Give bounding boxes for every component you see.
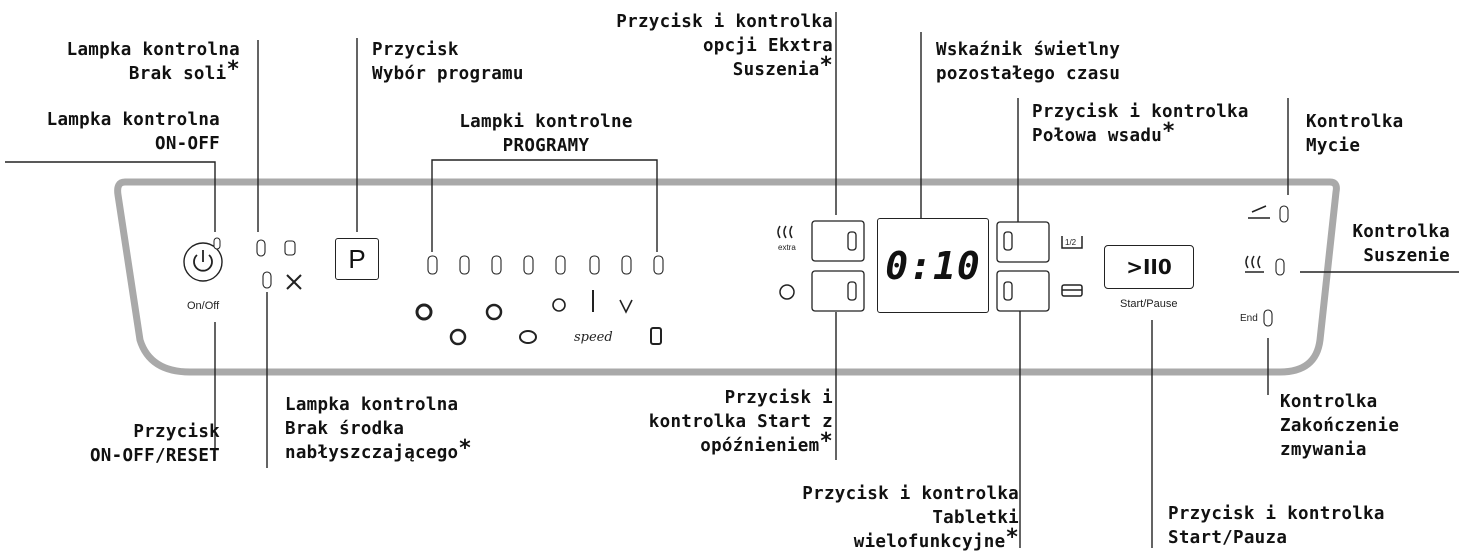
tablets-button[interactable] (996, 270, 1050, 312)
speed-caption: speed (574, 330, 613, 345)
wash-icon (1248, 205, 1270, 219)
program-icon-intensive (415, 303, 433, 321)
extra-dry-icon (777, 225, 793, 239)
program-icon-glass (619, 299, 633, 314)
program-icons (415, 290, 662, 346)
extra-dry-button[interactable] (811, 220, 865, 262)
on-off-caption: On/Off (187, 300, 220, 312)
start-pause-button[interactable]: >II0 (1104, 245, 1194, 289)
end-indicator-lamp (1263, 309, 1273, 327)
half-load-icon (1061, 236, 1083, 249)
program-lamp (621, 255, 632, 275)
label-rinse-aid-lamp: Lampka kontrolna Brak środka nabłyszczaj… (285, 395, 472, 463)
label-half-load: Przycisk i kontrolka Połowa wsadu* (1032, 102, 1249, 146)
program-icon-eco (519, 330, 537, 344)
power-button[interactable] (183, 242, 223, 282)
program-lamp (459, 255, 470, 275)
extra-caption: extra (778, 243, 796, 252)
on-off-lamp (213, 237, 221, 250)
program-lamp (653, 255, 664, 275)
label-extra-dry: Przycisk i kontrolka opcji Ekxtra Suszen… (616, 12, 833, 80)
label-delay-start: Przycisk i kontrolka Start z opóźnieniem… (648, 388, 833, 456)
program-lamp (555, 255, 566, 275)
start-pause-caption: Start/Pause (1120, 298, 1178, 310)
dry-icon (1245, 255, 1264, 273)
delay-start-button[interactable] (811, 270, 865, 312)
program-icon-daily (485, 303, 503, 321)
program-lamp (427, 255, 438, 275)
label-program-button: Przycisk Wybór programu (372, 40, 524, 84)
program-icon-auto (449, 328, 467, 346)
wash-indicator-lamp (1279, 205, 1289, 223)
program-lamp (589, 255, 600, 275)
label-on-off-lamp: Lampka kontrolna ON-OFF (46, 110, 220, 154)
program-select-button[interactable]: P (335, 238, 379, 280)
label-salt-lamp: Lampka kontrolna Brak soli* (66, 40, 240, 84)
label-tablets: Przycisk i kontrolka Tabletki wielofunkc… (802, 484, 1019, 552)
program-lamp (523, 255, 534, 275)
delay-clock-icon (779, 284, 795, 300)
half-load-button[interactable] (996, 221, 1050, 263)
program-icon-baby (650, 327, 662, 345)
salt-lamp (256, 239, 296, 257)
label-program-lamps: Lampki kontrolne PROGRAMY (459, 112, 633, 156)
program-lamp (491, 255, 502, 275)
rinse-aid-icon (286, 274, 302, 290)
remaining-time-display: 0:10 (877, 218, 989, 313)
rinse-aid-lamp (262, 271, 272, 289)
label-wash-indicator: Kontrolka Mycie (1306, 112, 1404, 156)
label-dry-indicator: Kontrolka Suszenie (1352, 222, 1450, 266)
program-lamps (427, 255, 664, 275)
half-load-caption: 1/2 (1065, 238, 1077, 247)
label-onoff-reset: Przycisk ON-OFF/RESET (89, 422, 220, 466)
program-icon-rapid (552, 298, 566, 312)
label-end-indicator: Kontrolka Zakończenie zmywania (1280, 392, 1400, 460)
label-time-display: Wskaźnik świetlny pozostałego czasu (936, 40, 1121, 84)
label-start-pause: Przycisk i kontrolka Start/Pauza (1168, 504, 1385, 548)
end-caption: End (1240, 313, 1258, 324)
dry-indicator-lamp (1275, 258, 1285, 276)
